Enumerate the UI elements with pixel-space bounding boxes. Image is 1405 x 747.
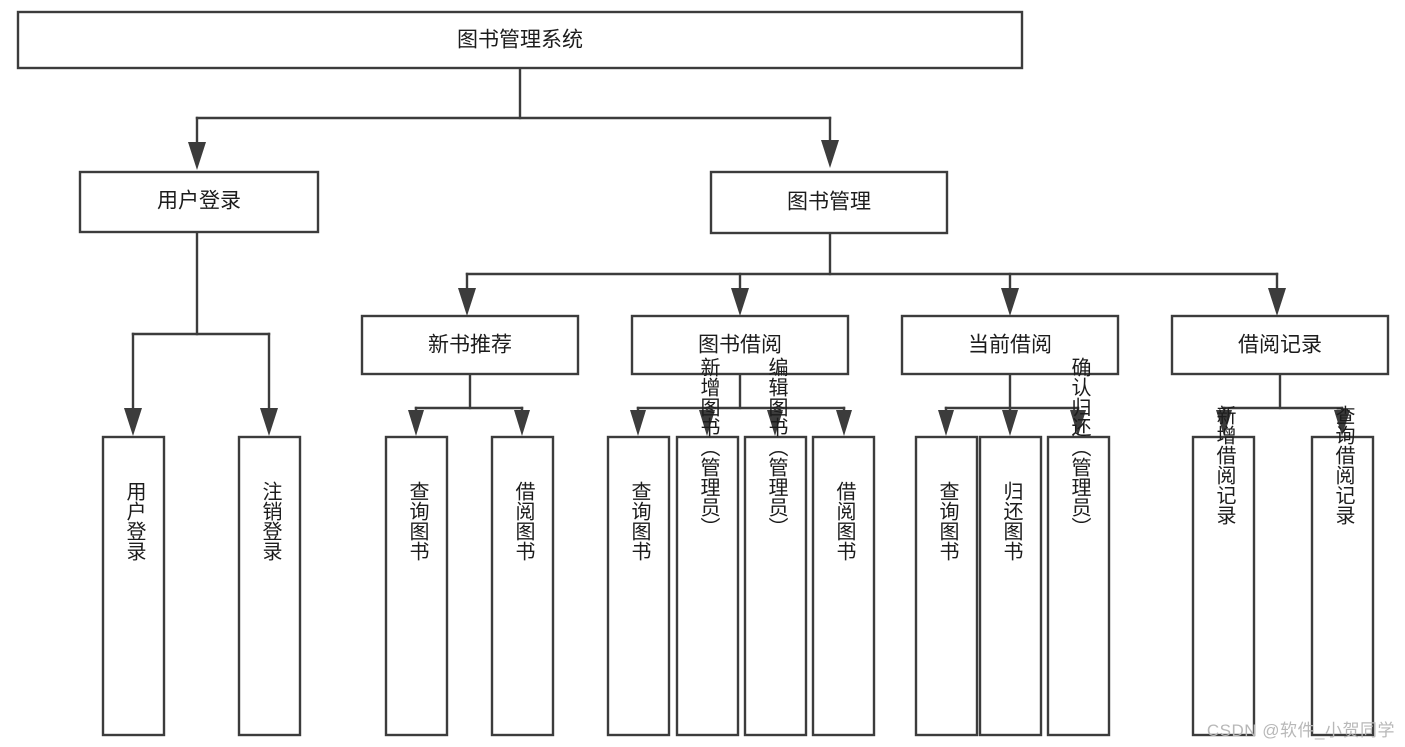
arrowhead-book-borrow: [731, 288, 749, 316]
leaf-user-login-1-box[interactable]: [101, 435, 166, 737]
leaf-user-login-2[interactable]: 注销登录: [237, 435, 302, 737]
leaf-records-2[interactable]: 查询借阅记录: [1310, 405, 1375, 737]
node-root-box[interactable]: [16, 10, 1024, 70]
leaf-user-login-1-label: 用户登录: [123, 481, 146, 561]
leaf-user-login-1[interactable]: 用户登录: [101, 435, 166, 737]
leaf-user-login-2-box[interactable]: [237, 435, 302, 737]
leaf-current-3[interactable]: 确认归还（管理员）: [1046, 357, 1111, 737]
leaf-borrow-2-box[interactable]: [675, 435, 740, 737]
node-book-management[interactable]: 图书管理: [709, 170, 949, 235]
leaf-borrow-4-box[interactable]: [811, 435, 876, 737]
node-borrow-records[interactable]: 借阅记录: [1170, 314, 1390, 376]
leaf-borrow-3-label: 编辑图书（管理员）: [765, 357, 788, 537]
node-book-borrow-box[interactable]: [630, 314, 850, 376]
connector-group-new-book: [408, 372, 530, 436]
leaf-records-1-box[interactable]: [1191, 435, 1256, 737]
leaf-new-book-1-label: 查询图书: [406, 481, 429, 561]
node-new-book-recommend-label: 新书推荐: [428, 334, 512, 357]
leaf-new-book-2-box[interactable]: [490, 435, 555, 737]
node-book-management-box[interactable]: [709, 170, 949, 235]
arrowhead-borrow-records: [1268, 288, 1286, 316]
node-book-management-label: 图书管理: [787, 191, 871, 214]
leaf-new-book-1[interactable]: 查询图书: [384, 435, 449, 737]
leaf-current-2-label: 归还图书: [1000, 481, 1023, 561]
node-user-login[interactable]: 用户登录: [78, 170, 320, 234]
leaf-records-2-box[interactable]: [1310, 435, 1375, 737]
leaf-new-book-2[interactable]: 借阅图书: [490, 435, 555, 737]
arrowhead-user-login: [188, 142, 206, 170]
arrowhead-borrow-leaf-4: [836, 410, 852, 436]
connector-group-user-login: [124, 230, 278, 436]
leaf-current-2-box[interactable]: [978, 435, 1043, 737]
node-new-book-recommend-box[interactable]: [360, 314, 580, 376]
node-user-login-box[interactable]: [78, 170, 320, 234]
leaf-current-2[interactable]: 归还图书: [978, 435, 1043, 737]
arrowhead-newbook-leaf-2: [514, 410, 530, 436]
leaf-records-2-label: 查询借阅记录: [1332, 405, 1355, 525]
connector-group-book-mgmt: [458, 231, 1286, 316]
leaf-new-book-2-label: 借阅图书: [512, 481, 535, 561]
leaf-records-1[interactable]: 新增借阅记录: [1191, 405, 1256, 737]
leaf-borrow-4[interactable]: 借阅图书: [811, 435, 876, 737]
connector-group-records: [1216, 372, 1350, 436]
leaf-borrow-2-label: 新增图书（管理员）: [697, 357, 720, 537]
node-current-borrow[interactable]: 当前借阅: [900, 314, 1120, 376]
leaf-borrow-2[interactable]: 新增图书（管理员）: [675, 357, 740, 737]
node-book-borrow-label: 图书借阅: [698, 334, 782, 357]
connector-group-current: [938, 372, 1086, 436]
leaf-borrow-1[interactable]: 查询图书: [606, 435, 671, 737]
arrowhead-current-borrow: [1001, 288, 1019, 316]
node-root-label: 图书管理系统: [457, 29, 583, 52]
leaf-current-1-label: 查询图书: [936, 481, 959, 561]
arrowhead-current-leaf-3: [1070, 410, 1086, 436]
node-user-login-label: 用户登录: [157, 190, 241, 213]
node-current-borrow-label: 当前借阅: [968, 334, 1052, 357]
arrowhead-borrow-leaf-1: [630, 410, 646, 436]
arrowhead-newbook-leaf-1: [408, 410, 424, 436]
arrowhead-current-leaf-1: [938, 410, 954, 436]
leaf-new-book-1-box[interactable]: [384, 435, 449, 737]
leaf-current-3-box[interactable]: [1046, 435, 1111, 737]
leaf-borrow-3[interactable]: 编辑图书（管理员）: [743, 357, 808, 737]
arrowhead-records-leaf-1: [1216, 410, 1232, 436]
leaf-records-1-label: 新增借阅记录: [1213, 405, 1236, 525]
arrowhead-leaf-logout: [260, 408, 278, 436]
arrowhead-records-leaf-2: [1334, 410, 1350, 436]
connector-group-root: [188, 66, 839, 170]
leaf-borrow-4-label: 借阅图书: [833, 481, 856, 561]
leaf-borrow-1-box[interactable]: [606, 435, 671, 737]
node-root[interactable]: 图书管理系统: [16, 10, 1024, 70]
arrowhead-leaf-user-login: [124, 408, 142, 436]
node-new-book-recommend[interactable]: 新书推荐: [360, 314, 580, 376]
arrowhead-current-leaf-2: [1002, 410, 1018, 436]
arrowhead-borrow-leaf-3: [767, 410, 783, 436]
leaf-current-3-label: 确认归还（管理员）: [1068, 357, 1091, 537]
node-borrow-records-box[interactable]: [1170, 314, 1390, 376]
arrowhead-new-book: [458, 288, 476, 316]
arrowhead-borrow-leaf-2: [699, 410, 715, 436]
node-borrow-records-label: 借阅记录: [1238, 334, 1322, 357]
leaf-user-login-2-label: 注销登录: [259, 481, 282, 561]
arrowhead-book-mgmt: [821, 140, 839, 168]
leaf-borrow-3-box[interactable]: [743, 435, 808, 737]
node-current-borrow-box[interactable]: [900, 314, 1120, 376]
node-book-borrow[interactable]: 图书借阅: [630, 314, 850, 376]
connector-group-borrow: [630, 372, 852, 436]
leaf-current-1-box[interactable]: [914, 435, 979, 737]
leaf-current-1[interactable]: 查询图书: [914, 435, 979, 737]
leaf-borrow-1-label: 查询图书: [628, 481, 651, 561]
